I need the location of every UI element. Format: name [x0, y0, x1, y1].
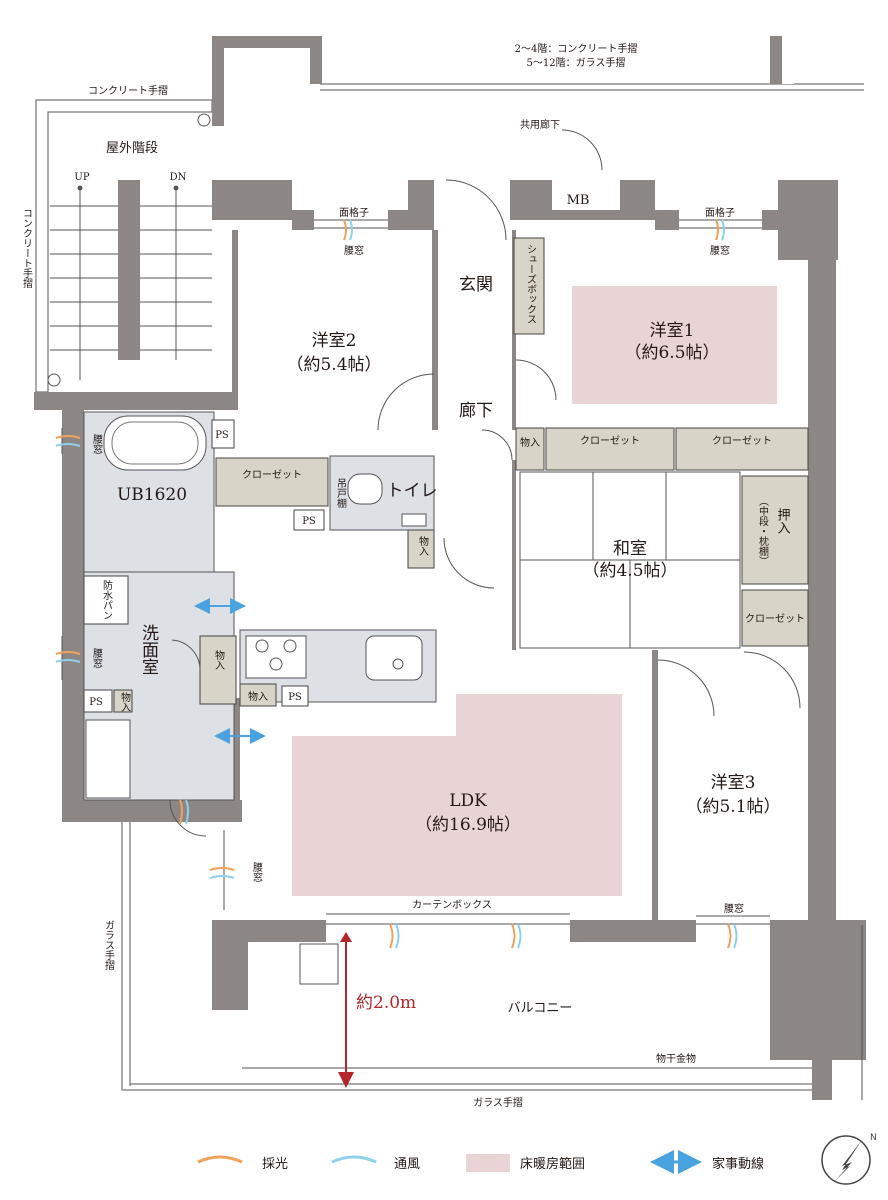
common-corridor: 共用廊下 [520, 118, 560, 131]
washing-machine [85, 719, 131, 799]
waist-window-2: 腰窓 [710, 244, 730, 257]
wall [34, 36, 866, 1100]
room-washroom: 洗面室 [138, 624, 159, 675]
light-wind-marks [55, 219, 738, 949]
balcony-sink [299, 943, 339, 985]
outdoor-stairs [47, 113, 212, 387]
oshiire: 押入 [775, 508, 791, 534]
waist-window-3: 腰窓 [91, 434, 103, 454]
room-western2: 洋室2 [312, 331, 357, 351]
dn-label: DN [170, 172, 187, 183]
room-entrance: 玄関 [459, 275, 493, 295]
room-japanese-size: （約4.5帖） [582, 561, 677, 581]
toilet-shelf: 吊戸棚 [335, 478, 347, 509]
legend-light-swatch [197, 1155, 243, 1164]
concrete-railing-top: コンクリート手摺 [88, 84, 168, 97]
concrete-railing-side: コンクリート手摺 [21, 208, 33, 289]
mb-label: MB [567, 193, 590, 208]
legend-floor-heating: 床暖房範囲 [520, 1156, 585, 1172]
storage-units [113, 237, 809, 713]
shoe-box: シューズボックス [525, 244, 537, 324]
kitchen-sink [365, 635, 423, 681]
storage-5: 物入 [119, 691, 131, 712]
curtain-box: カーテンボックス [412, 899, 492, 911]
oshiire-note: （中段・枕棚） [757, 496, 769, 566]
toilet-bowl [347, 473, 383, 505]
room-western3-size: （約5.1帖） [685, 797, 780, 817]
legend-wind: 通風 [394, 1157, 420, 1172]
railing-note-2: 5～12階：ガラス手摺 [527, 56, 626, 69]
glass-railing-side: ガラス手摺 [103, 920, 115, 971]
ps-4: PS [89, 697, 103, 708]
legend-light: 採光 [262, 1157, 288, 1172]
north-arrow-icon: N [821, 1133, 877, 1185]
balcony-railing [121, 822, 863, 1100]
room-western3: 洋室3 [711, 773, 756, 793]
room-ldk-size: （約16.9帖） [415, 815, 521, 835]
up-label: UP [74, 172, 89, 183]
closet-3: クローゼット [242, 469, 302, 481]
legend: 採光 通風 床暖房範囲 家事動線 [197, 1150, 764, 1174]
room-toilet: トイレ [387, 481, 438, 501]
room-ldk: LDK [449, 791, 487, 811]
waist-window-4: 腰窓 [91, 648, 103, 668]
housework-arrows [194, 598, 266, 744]
room-western1-size: （約6.5帖） [624, 343, 719, 363]
lattice-right: 面格子 [705, 206, 735, 219]
room-bath: UB1620 [117, 485, 187, 505]
legend-housework: 家事動線 [712, 1156, 764, 1172]
bathtub [103, 415, 207, 471]
balcony-depth-label: 約2.0m [356, 993, 416, 1013]
legend-wind-swatch [331, 1155, 377, 1164]
waist-window-5: 腰窓 [251, 862, 263, 882]
room-western1: 洋室1 [650, 321, 695, 341]
laundry-hardware: 物干金物 [656, 1052, 696, 1065]
closet-4: クローゼット [745, 613, 805, 625]
door-swings [169, 129, 801, 837]
lattice-left: 面格子 [339, 206, 369, 219]
room-japanese: 和室 [613, 539, 647, 559]
storage-2: 物入 [417, 535, 429, 556]
floor-heating-western1 [572, 286, 777, 404]
waist-window-6: 腰窓 [724, 902, 744, 915]
ps-3: PS [288, 692, 302, 703]
waterproof-pan: 防水パン [101, 579, 113, 620]
room-balcony: バルコニー [508, 1001, 573, 1016]
storage-1: 物入 [520, 436, 540, 449]
closet-1: クローゼット [580, 435, 640, 447]
glass-railing-bottom: ガラス手摺 [473, 1096, 523, 1109]
room-hallway: 廊下 [459, 401, 493, 421]
legend-floor-heating-swatch [466, 1154, 510, 1172]
tatami [519, 471, 741, 649]
outdoor-stairs-label: 屋外階段 [106, 141, 158, 156]
closet-2: クローゼット [712, 435, 772, 447]
compass-north: N [870, 1133, 877, 1143]
ps-1: PS [215, 430, 229, 441]
room-western2-size: （約5.4帖） [286, 355, 381, 375]
storage-4: 物入 [248, 690, 268, 703]
stove [245, 635, 307, 679]
waist-window-1: 腰窓 [344, 244, 364, 257]
ps-2: PS [302, 516, 316, 527]
storage-3: 物入 [213, 649, 225, 670]
railing-note-1: 2～4階：コンクリート手摺 [515, 42, 638, 55]
floor-heating-ldk [292, 694, 622, 896]
